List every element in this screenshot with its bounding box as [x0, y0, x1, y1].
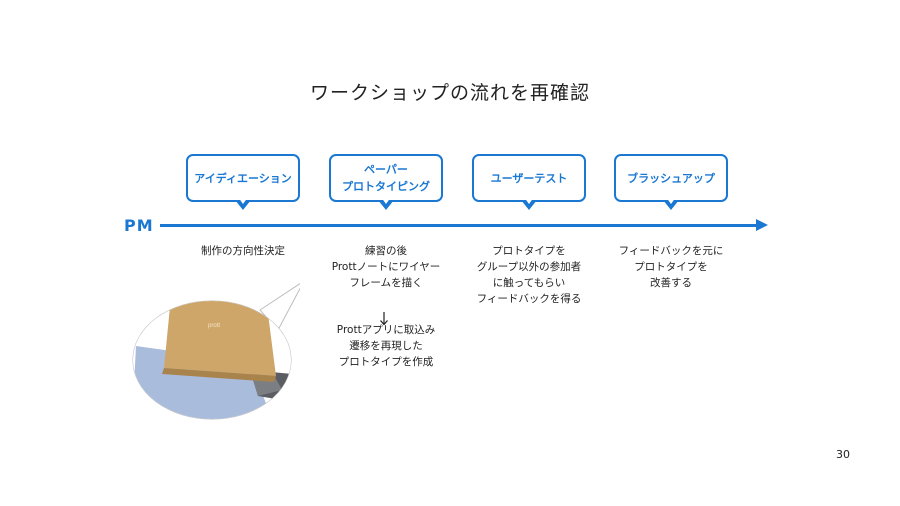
notebook-cover-text: prott	[208, 323, 220, 329]
step-label-ideation: アイディエーション	[194, 171, 292, 185]
notebook-photo-bubble: prott	[132, 283, 300, 420]
timeline-line	[160, 224, 758, 227]
step-label-user-test: ユーザーテスト	[490, 171, 568, 185]
step-description-user-test: プロトタイプを グループ以外の参加者 に触ってもらい フィードバックを得る	[476, 245, 582, 305]
step-callout-paper-prototyping: ペーパー プロトタイピング	[329, 154, 443, 210]
step-subdescription-paper-prototyping: Prottアプリに取込み 遷移を再現した プロトタイプを作成	[336, 324, 436, 368]
down-arrow-icon	[380, 312, 388, 326]
step-description-brushup: フィードバックを元に プロトタイプを 改善する	[618, 245, 724, 289]
slide-title: ワークショップの流れを再確認	[309, 82, 590, 104]
step-callout-brushup: ブラッシュアップ	[614, 154, 728, 210]
step-label-brushup: ブラッシュアップ	[627, 171, 715, 185]
step-label-paper-prototyping: ペーパー プロトタイピング	[342, 163, 430, 193]
timeline-arrowhead-icon	[756, 219, 768, 231]
callout-pointer	[521, 197, 537, 210]
callout-pointer	[663, 197, 679, 210]
step-description-ideation: 制作の方向性決定	[201, 245, 285, 257]
step-callout-user-test: ユーザーテスト	[472, 154, 586, 210]
step-callout-ideation: アイディエーション	[186, 154, 300, 210]
page-number: 30	[836, 448, 850, 461]
callout-pointer	[235, 197, 251, 210]
callout-pointer	[378, 197, 394, 210]
step-description-paper-prototyping: 練習の後 Prottノートにワイヤー フレームを描く	[331, 245, 441, 289]
pm-role-label: PM	[124, 216, 154, 235]
